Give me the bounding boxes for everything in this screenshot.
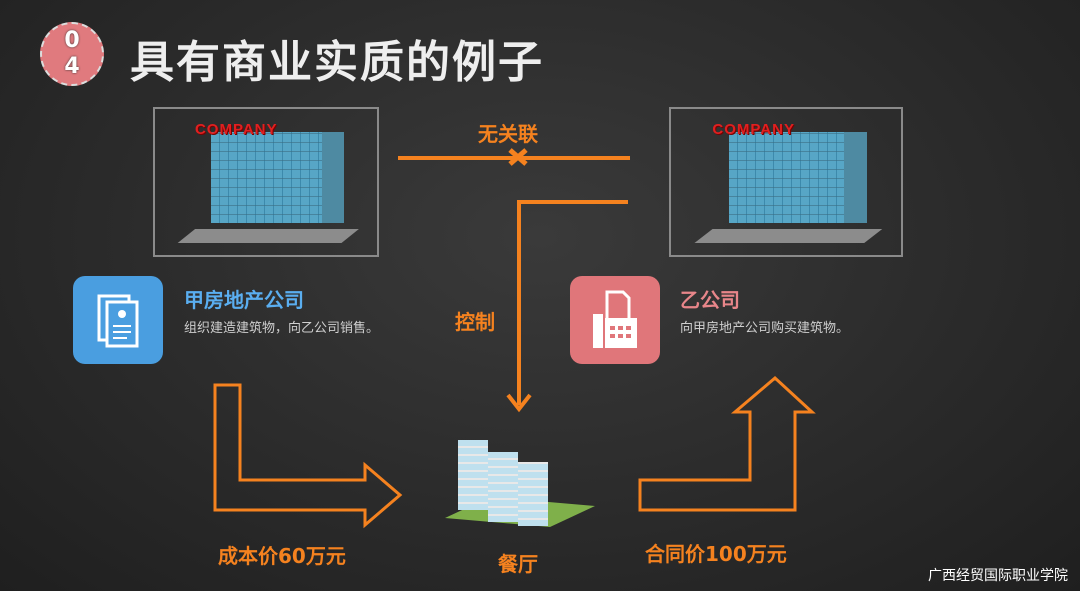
slide-number-badge: 0 4 xyxy=(40,22,104,86)
control-label: 控制 xyxy=(455,310,495,334)
restaurant-building-image xyxy=(440,432,600,532)
restaurant-label: 餐厅 xyxy=(498,552,538,576)
no-relation-label: 无关联 xyxy=(478,122,538,146)
slide-title: 具有商业实质的例子 xyxy=(130,37,544,88)
company-b-building-image: COMPANY xyxy=(669,107,903,257)
company-a-name: 甲房地产公司 xyxy=(184,288,304,312)
control-arrowhead xyxy=(506,393,532,413)
fax-icon xyxy=(570,276,660,364)
cost-arrow xyxy=(213,383,403,529)
company-b-desc: 向甲房地产公司购买建筑物。 xyxy=(680,321,850,336)
company-a-desc: 组织建造建筑物，向乙公司销售。 xyxy=(184,321,380,336)
cross-icon xyxy=(508,148,528,166)
watermark: 广西经贸国际职业学院 xyxy=(928,568,1068,584)
control-line xyxy=(517,200,628,405)
company-sign: COMPANY xyxy=(194,120,278,138)
document-icon xyxy=(73,276,163,364)
company-sign: COMPANY xyxy=(712,120,795,138)
slide-number-top: 0 xyxy=(64,28,80,53)
company-a-building-image: COMPANY xyxy=(153,107,379,257)
cost-price-label: 成本价60万元 xyxy=(218,544,346,568)
company-b-name: 乙公司 xyxy=(680,288,740,312)
contract-arrow xyxy=(638,375,816,512)
contract-price-label: 合同价100万元 xyxy=(645,542,787,566)
slide-number-bottom: 4 xyxy=(64,54,80,79)
